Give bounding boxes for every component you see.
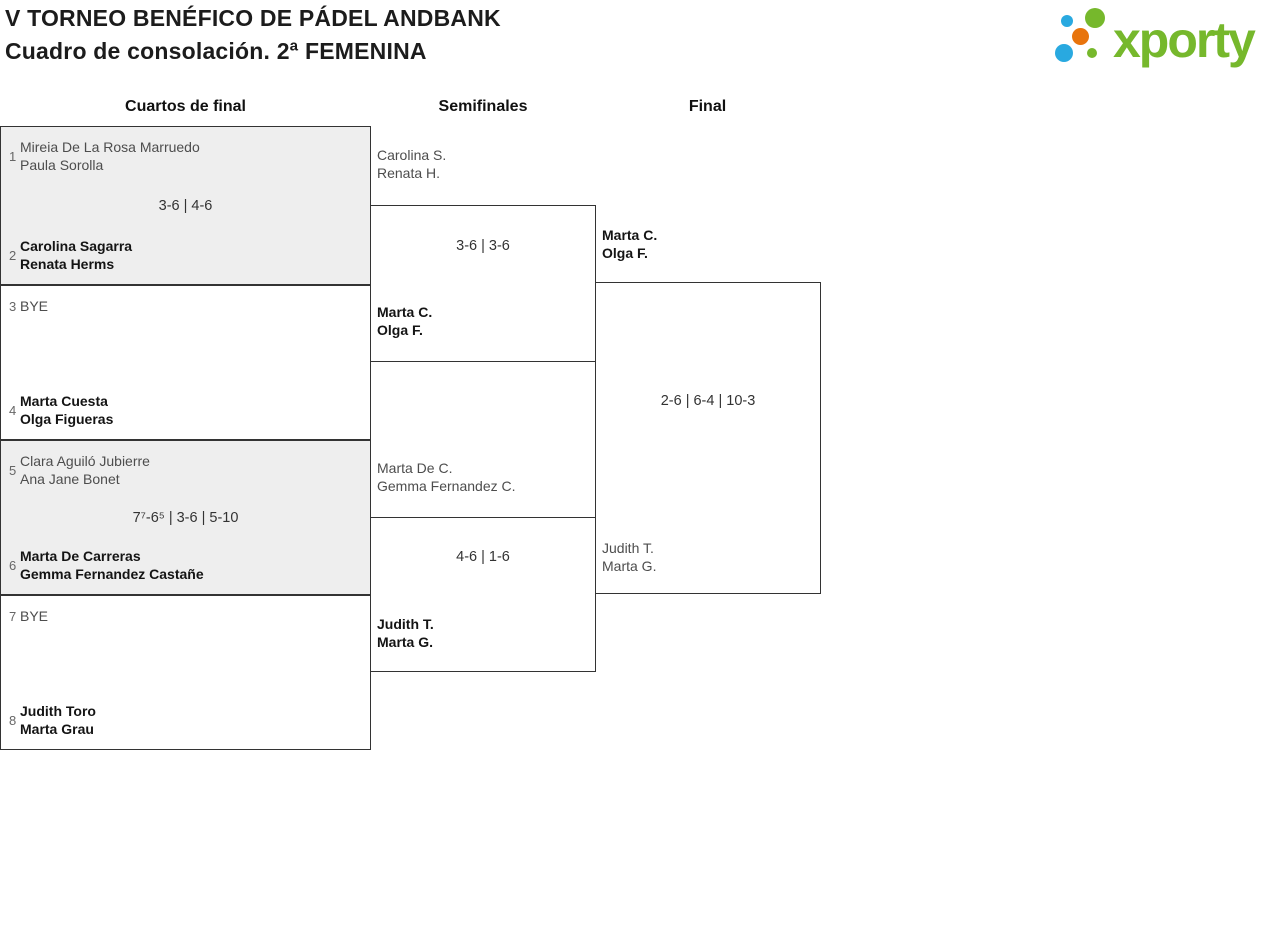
xporty-logo[interactable]: xporty bbox=[1050, 8, 1274, 80]
match-score: 3-6 | 4-6 bbox=[158, 197, 213, 214]
player-name: Olga Figueras bbox=[20, 411, 114, 427]
match-qf2: 3 BYE 4 Marta Cuesta Olga Figueras bbox=[0, 285, 371, 440]
player-name: Renata H. bbox=[377, 165, 441, 181]
page-title: V TORNEO BENÉFICO DE PÁDEL ANDBANK Cuadr… bbox=[5, 2, 501, 68]
round-header-cuartos: Cuartos de final bbox=[125, 98, 246, 115]
match-score: 3-6 | 3-6 bbox=[456, 238, 510, 254]
player-name: Mireia De La Rosa Marruedo bbox=[20, 139, 200, 155]
match-final-box bbox=[595, 282, 821, 594]
match-score: 7⁷-6⁵ | 3-6 | 5-10 bbox=[132, 509, 239, 526]
player-name: BYE bbox=[20, 298, 49, 314]
team-names: BYE bbox=[20, 607, 48, 625]
team-names: Carolina Sagarra Renata Herms bbox=[20, 237, 132, 273]
player-name: Marta Grau bbox=[20, 721, 94, 737]
player-name: Olga F. bbox=[377, 322, 423, 338]
team-row-top: 5 Clara Aguiló Jubierre Ana Jane Bonet bbox=[1, 452, 370, 488]
player-name: Marta C. bbox=[377, 304, 433, 320]
player-name: Carolina S. bbox=[377, 147, 447, 163]
team-row-bottom: 4 Marta Cuesta Olga Figueras bbox=[1, 392, 370, 428]
player-name: Judith T. bbox=[377, 616, 434, 632]
player-name: Marta De Carreras bbox=[20, 548, 141, 564]
player-name: Gemma Fernandez C. bbox=[377, 478, 516, 494]
player-name: BYE bbox=[20, 608, 49, 624]
player-name: Paula Sorolla bbox=[20, 157, 104, 173]
player-name: Olga F. bbox=[602, 245, 648, 261]
logo-dot-blue-large-icon bbox=[1055, 44, 1073, 62]
team-row-bottom: 2 Carolina Sagarra Renata Herms bbox=[1, 237, 370, 273]
team-row-top: 1 Mireia De La Rosa Marruedo Paula Sorol… bbox=[1, 138, 370, 174]
seed-number: 5 bbox=[9, 462, 17, 478]
seed-number: 3 bbox=[9, 298, 17, 314]
team-row-top: 3 BYE bbox=[1, 297, 370, 315]
bracket-subtitle: Cuadro de consolación. 2ª FEMENINA bbox=[5, 38, 427, 64]
xporty-logo-text: xporty bbox=[1113, 12, 1256, 68]
player-name: Judith Toro bbox=[20, 703, 96, 719]
team-names: Mireia De La Rosa Marruedo Paula Sorolla bbox=[20, 138, 200, 174]
seed-number: 8 bbox=[9, 712, 17, 728]
tournament-title: V TORNEO BENÉFICO DE PÁDEL ANDBANK bbox=[5, 5, 501, 31]
seed-number: 7 bbox=[9, 608, 17, 624]
player-name: Ana Jane Bonet bbox=[20, 471, 120, 487]
team-names: Marta De Carreras Gemma Fernandez Castañ… bbox=[20, 547, 204, 583]
seed-number: 6 bbox=[9, 557, 17, 573]
player-name: Clara Aguiló Jubierre bbox=[20, 453, 150, 469]
match-qf1: 1 Mireia De La Rosa Marruedo Paula Sorol… bbox=[0, 126, 371, 285]
seed-number: 2 bbox=[9, 247, 17, 263]
team-label-sf1-bottom: Marta C. Olga F. bbox=[377, 303, 432, 339]
player-name: Marta G. bbox=[602, 558, 657, 574]
logo-dot-green-large-icon bbox=[1085, 8, 1105, 28]
logo-dot-blue-small-icon bbox=[1061, 15, 1073, 27]
player-name: Gemma Fernandez Castañe bbox=[20, 566, 204, 582]
seed-number: 4 bbox=[9, 402, 17, 418]
match-sf2-box bbox=[370, 517, 596, 672]
team-names: Marta Cuesta Olga Figueras bbox=[20, 392, 113, 428]
player-name: Renata Herms bbox=[20, 256, 115, 272]
team-row-top: 7 BYE bbox=[1, 607, 370, 625]
player-name: Marta C. bbox=[602, 227, 658, 243]
round-header-semifinales: Semifinales bbox=[438, 98, 528, 115]
team-label-sf2-top: Marta De C. Gemma Fernandez C. bbox=[377, 459, 516, 495]
player-name: Marta G. bbox=[377, 634, 434, 650]
team-names: Judith Toro Marta Grau bbox=[20, 702, 96, 738]
team-row-bottom: 8 Judith Toro Marta Grau bbox=[1, 702, 370, 738]
logo-dot-orange-icon bbox=[1072, 28, 1089, 45]
match-score: 2-6 | 6-4 | 10-3 bbox=[660, 393, 756, 409]
round-header-final: Final bbox=[688, 98, 727, 115]
team-row-bottom: 6 Marta De Carreras Gemma Fernandez Cast… bbox=[1, 547, 370, 583]
player-name: Judith T. bbox=[602, 540, 654, 556]
team-label-sf1-top: Carolina S. Renata H. bbox=[377, 146, 446, 182]
player-name: Marta De C. bbox=[377, 460, 453, 476]
seed-number: 1 bbox=[9, 148, 17, 164]
logo-dot-green-small-icon bbox=[1087, 48, 1097, 58]
team-label-sf2-bottom: Judith T. Marta G. bbox=[377, 615, 434, 651]
team-names: Clara Aguiló Jubierre Ana Jane Bonet bbox=[20, 452, 150, 488]
player-name: Carolina Sagarra bbox=[20, 238, 133, 254]
match-qf4: 7 BYE 8 Judith Toro Marta Grau bbox=[0, 595, 371, 750]
team-label-final-bottom: Judith T. Marta G. bbox=[602, 539, 656, 575]
team-label-final-top: Marta C. Olga F. bbox=[602, 226, 657, 262]
player-name: Marta Cuesta bbox=[20, 393, 108, 409]
match-score: 4-6 | 1-6 bbox=[456, 549, 510, 565]
team-names: BYE bbox=[20, 297, 48, 315]
match-qf3: 5 Clara Aguiló Jubierre Ana Jane Bonet 7… bbox=[0, 440, 371, 595]
